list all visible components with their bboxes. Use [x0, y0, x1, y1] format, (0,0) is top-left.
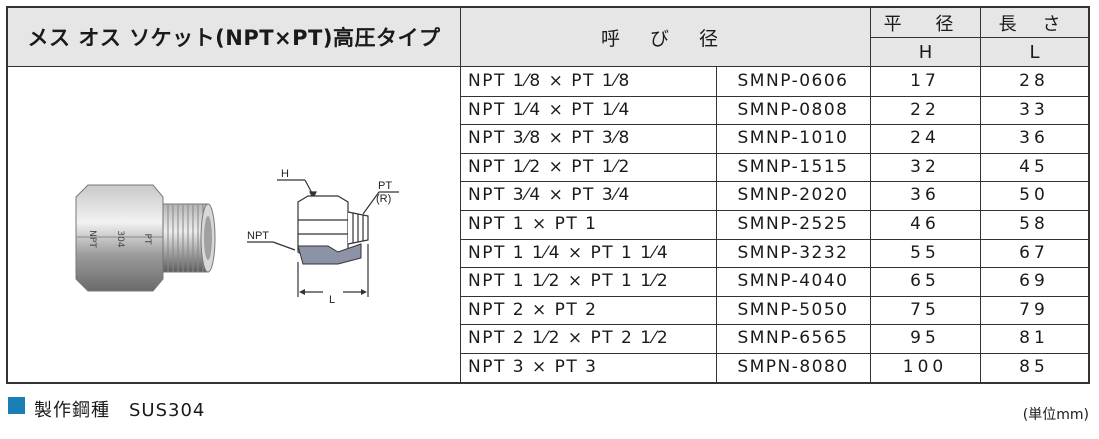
l-value-cell: 28 — [1019, 71, 1049, 91]
code-cell: SMNP-0606 — [737, 71, 849, 91]
photo-marking-npt: NPT — [87, 230, 97, 248]
grid-line — [8, 66, 1088, 67]
h-value-cell: 65 — [910, 271, 940, 292]
l-value-cell: 79 — [1019, 299, 1049, 320]
table-row: NPT 1⁄8 × PT 1⁄8 SMNP-0606 17 28 — [461, 68, 1088, 94]
table-row: NPT 1⁄2 × PT 1⁄2 SMNP-1515 32 45 — [461, 154, 1088, 180]
header-nominal-size: 呼 び 径 — [461, 8, 870, 66]
grid-line — [460, 324, 1088, 325]
size-cell: NPT 3 × PT 3 — [468, 357, 598, 377]
grid-line — [460, 8, 461, 382]
material-note: 製作鋼種 SUS304 — [34, 400, 206, 421]
header-width-across-flats: 平 径 — [871, 8, 980, 37]
grid-line — [460, 267, 1088, 268]
h-value-cell: 55 — [910, 242, 940, 263]
l-value-cell: 67 — [1019, 242, 1049, 263]
diagram-label-PT: PT — [378, 180, 392, 192]
diagram-label-L: L — [329, 294, 335, 306]
diagram-label-R: (R) — [376, 193, 391, 205]
table-row: NPT 1 × PT 1 SMNP-2525 46 58 — [461, 211, 1088, 237]
grid-line — [460, 353, 1088, 354]
product-image-area: NPT 304 PT H PT (R) NPT L — [8, 67, 460, 382]
table-row: NPT 2 1⁄2 × PT 2 1⁄2 SMNP-6565 95 81 — [461, 325, 1088, 351]
l-value-cell: 45 — [1019, 156, 1049, 177]
size-cell: NPT 1⁄8 × PT 1⁄8 — [468, 71, 631, 91]
l-value-cell: 69 — [1019, 271, 1049, 292]
h-value-cell: 46 — [910, 214, 940, 234]
code-cell: SMNP-2020 — [737, 185, 849, 206]
header-length: 長 さ — [981, 8, 1088, 37]
header-L: L — [981, 38, 1088, 66]
code-cell: SMNP-1515 — [737, 156, 849, 177]
code-cell: SMNP-4040 — [737, 271, 849, 292]
code-cell: SMNP-1010 — [737, 128, 849, 149]
grid-line — [460, 153, 1088, 154]
grid-line — [870, 37, 1088, 38]
h-value-cell: 17 — [910, 71, 940, 91]
code-cell: SMNP-5050 — [737, 299, 849, 320]
size-cell: NPT 3⁄4 × PT 3⁄4 — [468, 185, 631, 206]
material-marker-square — [8, 397, 25, 414]
header-H: H — [871, 38, 980, 66]
table-row: NPT 3⁄8 × PT 3⁄8 SMNP-1010 24 36 — [461, 125, 1088, 151]
table-row: NPT 1 1⁄4 × PT 1 1⁄4 SMNP-3232 55 67 — [461, 240, 1088, 266]
size-cell: NPT 1 1⁄2 × PT 1 1⁄2 — [468, 271, 670, 292]
diagram-label-NPT: NPT — [247, 230, 269, 242]
h-value-cell: 22 — [910, 99, 940, 120]
h-value-cell: 32 — [910, 156, 940, 177]
grid-line — [716, 66, 717, 382]
size-cell: NPT 1 1⁄4 × PT 1 1⁄4 — [468, 242, 670, 263]
h-value-cell: 95 — [910, 328, 940, 349]
photo-marking-pt: PT — [142, 234, 152, 245]
code-cell: SMNP-3232 — [737, 242, 849, 263]
l-value-cell: 33 — [1019, 99, 1049, 120]
size-cell: NPT 3⁄8 × PT 3⁄8 — [468, 128, 631, 149]
grid-line — [460, 181, 1088, 182]
table-row: NPT 1 1⁄2 × PT 1 1⁄2 SMNP-4040 65 69 — [461, 268, 1088, 294]
grid-line — [870, 8, 871, 382]
h-value-cell: 36 — [910, 185, 940, 206]
diagram-label-H: H — [281, 168, 289, 180]
size-cell: NPT 2 × PT 2 — [468, 299, 598, 320]
table-row: NPT 2 × PT 2 SMNP-5050 75 79 — [461, 297, 1088, 323]
grid-line — [460, 296, 1088, 297]
code-cell: SMNP-6565 — [737, 328, 849, 349]
table-title: メス オス ソケット(NPT×PT)高圧タイプ — [8, 8, 460, 66]
size-cell: NPT 2 1⁄2 × PT 2 1⁄2 — [468, 328, 670, 349]
code-cell: SMNP-0808 — [737, 99, 849, 120]
l-value-cell: 58 — [1019, 214, 1049, 234]
product-photo: NPT 304 PT — [75, 184, 216, 292]
unit-note: (単位mm) — [1022, 407, 1089, 423]
size-cell: NPT 1⁄2 × PT 1⁄2 — [468, 156, 631, 177]
h-value-cell: 24 — [910, 128, 940, 149]
photo-marking-304: 304 — [115, 230, 125, 247]
table-row: NPT 3⁄4 × PT 3⁄4 SMNP-2020 36 50 — [461, 182, 1088, 208]
dimension-diagram: H PT (R) NPT L — [247, 168, 399, 306]
table-row: NPT 1⁄4 × PT 1⁄4 SMNP-0808 22 33 — [461, 97, 1088, 123]
grid-line — [460, 96, 1088, 97]
l-value-cell: 36 — [1019, 128, 1049, 149]
spec-table: メス オス ソケット(NPT×PT)高圧タイプ 呼 び 径 平 径 長 さ H … — [6, 6, 1090, 384]
h-value-cell: 100 — [902, 357, 948, 377]
l-value-cell: 85 — [1019, 357, 1049, 377]
h-value-cell: 75 — [910, 299, 940, 320]
code-cell: SMPN-8080 — [737, 357, 849, 377]
code-cell: SMNP-2525 — [737, 214, 849, 234]
size-cell: NPT 1 × PT 1 — [468, 214, 598, 234]
l-value-cell: 81 — [1019, 328, 1049, 349]
grid-line — [980, 8, 981, 382]
table-row: NPT 3 × PT 3 SMPN-8080 100 85 — [461, 354, 1088, 380]
l-value-cell: 50 — [1019, 185, 1049, 206]
grid-line — [460, 210, 1088, 211]
grid-line — [460, 124, 1088, 125]
grid-line — [460, 239, 1088, 240]
size-cell: NPT 1⁄4 × PT 1⁄4 — [468, 99, 631, 120]
